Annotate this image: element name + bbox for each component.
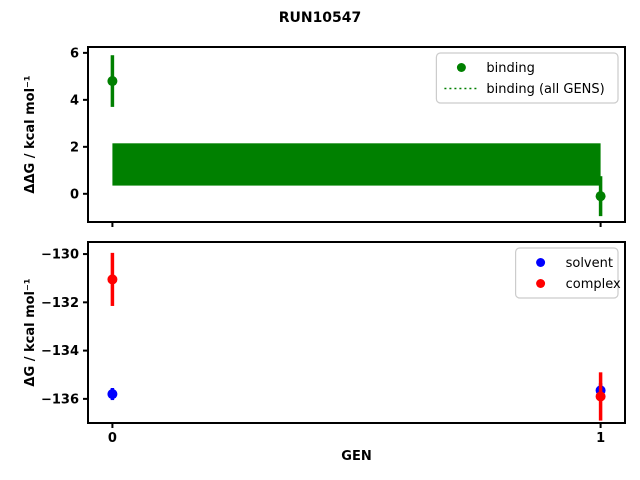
y-axis-label: ΔΔG / kcal mol⁻¹ xyxy=(23,75,38,193)
y-tick-label: −134 xyxy=(41,344,79,359)
data-point-complex xyxy=(107,274,118,285)
y-tick-label: 0 xyxy=(70,187,79,202)
data-point-complex xyxy=(595,391,606,402)
y-tick-label: −136 xyxy=(41,392,79,407)
y-tick-label: 6 xyxy=(70,46,79,61)
data-point-binding xyxy=(107,76,118,87)
y-axis-label: ΔG / kcal mol⁻¹ xyxy=(23,278,38,386)
legend-marker-solvent xyxy=(536,258,546,267)
x-tick-label: 1 xyxy=(596,431,605,446)
legend-marker-binding xyxy=(456,63,466,72)
y-tick-label: 2 xyxy=(70,140,79,155)
data-point-binding xyxy=(595,191,606,202)
legend-label-binding: binding xyxy=(486,61,534,76)
legend-marker-complex xyxy=(536,279,546,288)
x-tick-label: 0 xyxy=(108,431,117,446)
legend-label-solvent: solvent xyxy=(566,256,613,271)
legend-label-binding-all-gens-: binding (all GENS) xyxy=(486,82,604,97)
data-point-solvent xyxy=(107,389,118,400)
y-tick-label: 4 xyxy=(70,93,79,108)
axes-bottom-dg: −130 −132 −134 −136 0 1 ΔG / kcal mol⁻¹ GEN solv… xyxy=(23,241,626,464)
y-tick-label: −132 xyxy=(41,296,79,311)
legend-label-complex: complex xyxy=(566,277,621,292)
figure-title: RUN10547 xyxy=(279,10,362,26)
y-tick-label: −130 xyxy=(41,248,79,263)
legend-box xyxy=(435,52,619,104)
x-axis-label: GEN xyxy=(341,449,371,464)
confidence-band xyxy=(112,143,601,186)
